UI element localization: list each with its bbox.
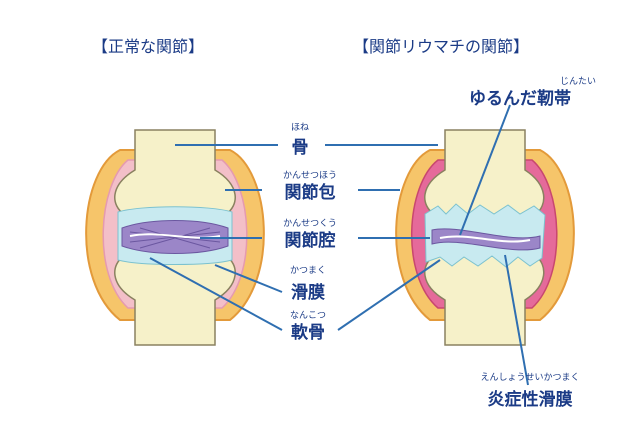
ra-joint: [395, 129, 575, 346]
loose-ligament-ruby: じんたい: [560, 76, 596, 87]
capsule-ruby: かんせつほう: [283, 170, 337, 181]
synovium-ruby: かつまく: [290, 265, 326, 276]
synovium-label: 滑膜: [291, 282, 325, 303]
loose-ligament-label: ゆるんだ靭帯: [469, 88, 571, 109]
ra-lower-bone: [424, 254, 545, 346]
cartilage-ruby: なんこつ: [290, 310, 326, 321]
inflamed-synovium-ruby: えんしょうせいかつまく: [480, 372, 579, 383]
normal-lower-bone: [114, 254, 236, 346]
normal-joint: [85, 129, 265, 346]
heading-normal-joint: 【正常な関節】: [92, 37, 204, 56]
cavity-ruby: かんせつくう: [283, 218, 337, 229]
normal-upper-bone: [114, 129, 236, 216]
heading-ra-joint: 【関節リウマチの関節】: [353, 37, 529, 56]
cavity-label: 関節腔: [285, 230, 336, 251]
bone-label: 骨: [292, 138, 309, 158]
inflamed-synovium-label: 炎症性滑膜: [488, 389, 573, 410]
cartilage-label: 軟骨: [291, 322, 325, 343]
leader-lines: [149, 104, 529, 386]
capsule-label: 関節包: [285, 182, 336, 203]
bone-ruby: ほね: [291, 122, 309, 133]
